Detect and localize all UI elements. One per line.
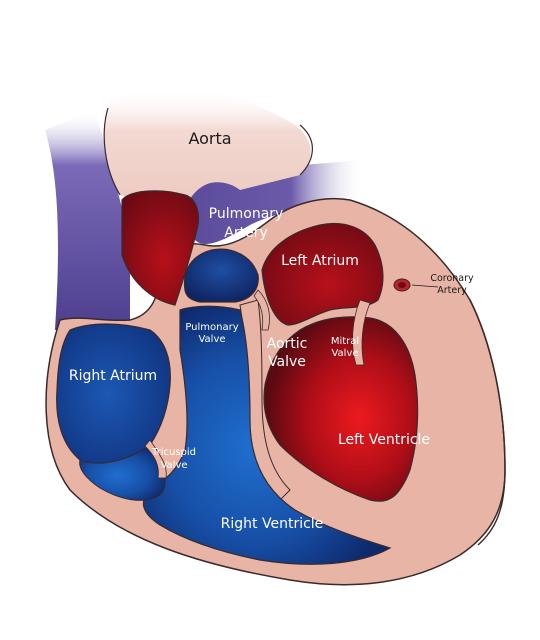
- coronary-artery-label-line1: Coronary: [430, 273, 474, 284]
- pulmonary-artery-label-line1: Pulmonary: [209, 206, 284, 222]
- heart-right-edge: [469, 299, 506, 546]
- right-ventricle-label: Right Ventricle: [221, 516, 324, 532]
- left-ventricle-label: Left Ventricle: [338, 432, 430, 448]
- right-atrium-label: Right Atrium: [69, 368, 157, 384]
- aortic-valve-label-line2: Valve: [268, 354, 306, 370]
- aortic-valve-flap: [253, 289, 270, 331]
- aorta-lumen: [121, 190, 200, 306]
- pulmonary-valve-label-line2: Valve: [198, 334, 225, 345]
- coronary-artery-label-line2: Artery: [437, 285, 467, 296]
- coronary-artery-marker: [393, 278, 439, 292]
- right-ventricle-lower: [79, 444, 166, 501]
- mitral-valve-label-line2: Valve: [331, 348, 358, 359]
- tricuspid-valve-flap: [144, 439, 167, 479]
- tricuspid-valve-label-line1: Tricuspid: [151, 447, 196, 458]
- aorta-outline: [103, 107, 313, 196]
- left-atrium-chamber: [261, 222, 384, 326]
- pulmonary-artery-label-line2: Artery: [224, 225, 267, 241]
- pulmonary-artery-lumen: [183, 248, 259, 303]
- pulmonary-valve-label-line1: Pulmonary: [185, 322, 238, 333]
- mitral-valve-label-line1: Mitral: [331, 336, 359, 347]
- left-atrium-label: Left Atrium: [281, 253, 359, 269]
- aortic-valve-label-line1: Aortic: [267, 336, 308, 352]
- left-ventricle-chamber: [263, 316, 419, 502]
- mitral-valve-flap: [352, 299, 371, 366]
- tricuspid-valve-label-line2: Valve: [160, 460, 187, 471]
- aorta-vessel: [104, 88, 311, 210]
- right-ventricle-chamber: [142, 305, 392, 565]
- aorta-label: Aorta: [188, 129, 231, 148]
